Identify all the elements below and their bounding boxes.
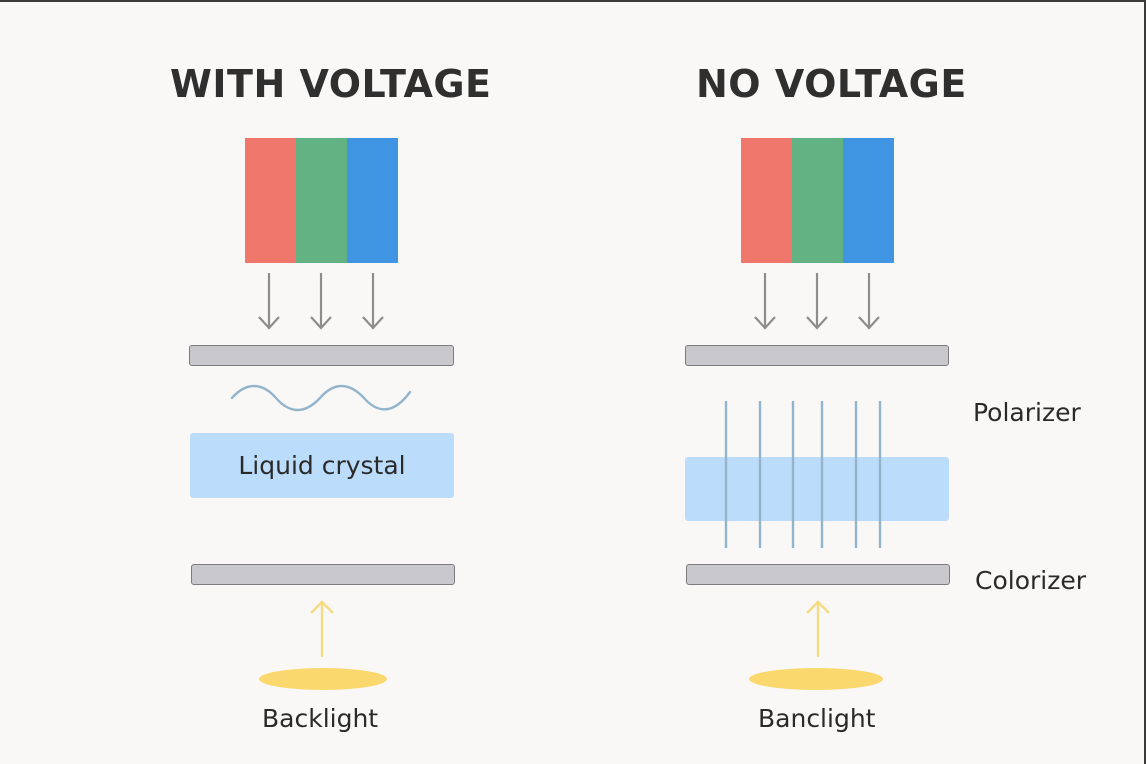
top-plate — [685, 345, 949, 366]
down-arrow-icon — [857, 271, 881, 330]
bottom-plate — [686, 564, 950, 585]
blue-filter — [347, 138, 398, 263]
up-arrow-icon — [309, 599, 335, 659]
panel-title: WITH VOLTAGE — [170, 62, 492, 106]
red-filter — [741, 138, 792, 263]
green-filter — [296, 138, 347, 263]
bottom-plate — [191, 564, 455, 585]
panel-title: NO VOLTAGE — [696, 62, 967, 106]
wave-icon — [230, 384, 412, 412]
down-arrow-icon — [257, 271, 281, 330]
red-filter — [245, 138, 296, 263]
down-arrow-icon — [309, 271, 333, 330]
backlight-icon — [259, 668, 387, 690]
top-plate — [189, 345, 454, 366]
green-filter — [792, 138, 843, 263]
liquid-crystal-label: Liquid crystal — [238, 451, 406, 480]
blue-filter — [843, 138, 894, 263]
down-arrow-icon — [753, 271, 777, 330]
down-arrow-icon — [361, 271, 385, 330]
colorizer-label: Colorizer — [975, 566, 1086, 595]
down-arrow-icon — [805, 271, 829, 330]
backlight-icon — [749, 668, 883, 690]
frame-top-border — [0, 0, 1146, 2]
liquid-crystal-layer — [190, 433, 454, 498]
polarizer-label: Polarizer — [973, 398, 1081, 427]
backlight-label: Backlight — [262, 704, 379, 733]
up-arrow-icon — [805, 599, 831, 659]
frame-right-border — [1144, 0, 1146, 764]
backlight-label: Banclight — [758, 704, 876, 733]
liquid-crystal-layer — [685, 457, 949, 521]
